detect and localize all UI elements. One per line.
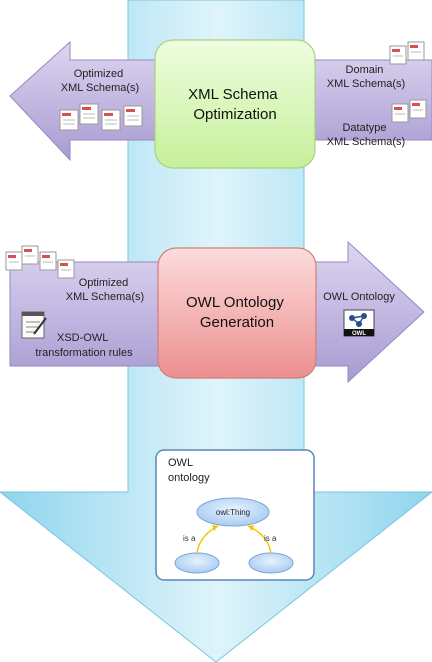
xml-schema-optimization-box: XML Schema Optimization (154, 39, 316, 169)
optimized-schema-input-icon-group (5, 245, 75, 279)
owl-ontology-output-label: OWL Ontology (323, 291, 395, 303)
owl-ontology-generation-box: OWL Ontology Generation (157, 247, 317, 379)
ontology-box-label: OWL ontology (168, 457, 210, 484)
document-icon (5, 251, 23, 271)
domain-schema-icon-group (389, 41, 425, 65)
document-icon (79, 103, 99, 125)
owl-ontology-result-box: OWL ontology owl:Thing is a is a (155, 449, 315, 581)
arrowhead-icon (212, 525, 218, 531)
owl-logo-icon: OWL (343, 309, 375, 337)
document-icon (21, 245, 39, 265)
arrowhead-icon (248, 525, 254, 531)
optimized-schema-icon-group (59, 103, 143, 131)
child-class-node-right (248, 552, 294, 574)
child-class-node-left (174, 552, 220, 574)
document-icon (123, 105, 143, 127)
domain-schema-input-label: Domain XML Schema(s) (327, 64, 405, 90)
datatype-schema-icon-group (391, 99, 427, 123)
document-icon (39, 251, 57, 271)
document-icon (409, 99, 427, 119)
is-a-label-left: is a (183, 534, 196, 543)
optimization-process-label: XML Schema Optimization (188, 86, 282, 123)
document-icon (407, 41, 425, 61)
document-icon (59, 109, 79, 131)
document-icon (101, 109, 121, 131)
document-icon (57, 259, 75, 279)
notepad-icon (21, 311, 47, 339)
document-icon (391, 103, 409, 123)
datatype-schema-input-label: Datatype XML Schema(s) (327, 122, 405, 148)
optimized-schema-input-label: Optimized XML Schema(s) (66, 277, 144, 303)
optimized-schema-output-label: Optimized XML Schema(s) (61, 68, 139, 94)
generation-process-label: OWL Ontology Generation (186, 294, 288, 331)
owl-thing-node: owl:Thing (196, 497, 270, 527)
transformation-rules-label: XSD-OWL transformation rules (35, 332, 133, 359)
document-icon (389, 45, 407, 65)
is-a-label-right: is a (264, 534, 277, 543)
svg-text:OWL: OWL (352, 331, 366, 337)
svg-text:owl:Thing: owl:Thing (216, 508, 250, 517)
